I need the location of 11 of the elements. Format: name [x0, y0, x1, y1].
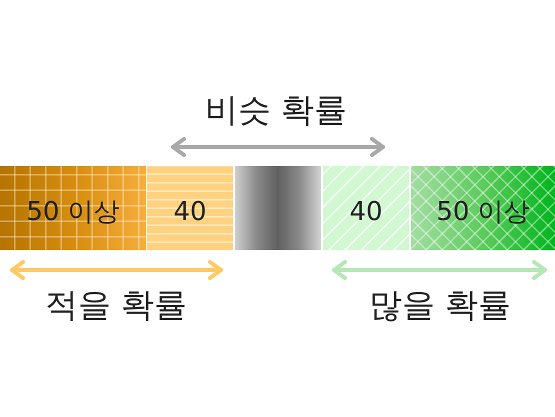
scale-segment — [0, 166, 146, 250]
segment-label: 50 이상 — [436, 199, 530, 225]
range-label: 많을 확률 — [368, 288, 512, 321]
scale-segment — [409, 166, 555, 250]
range-label: 비슷 확률 — [204, 93, 348, 126]
gradient-segment — [233, 166, 321, 250]
scale-segment — [146, 166, 233, 250]
scale-segment — [321, 166, 409, 250]
segment-label: 40 — [173, 199, 207, 225]
range-label: 적을 확률 — [44, 288, 188, 321]
segment-label: 40 — [349, 199, 383, 225]
